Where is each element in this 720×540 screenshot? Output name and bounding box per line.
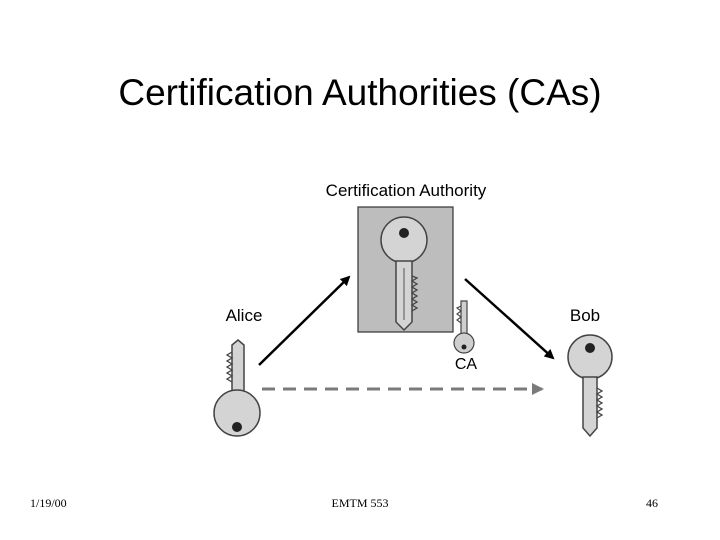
ca-key-label: CA xyxy=(455,356,478,373)
slide-title: Certification Authorities (CAs) xyxy=(118,72,602,113)
ca-private-key-icon xyxy=(380,216,428,332)
footer-date: 1/19/00 xyxy=(30,496,67,510)
alice-to-ca-arrow xyxy=(258,275,351,366)
bob-key-icon xyxy=(567,334,613,438)
ca-to-bob-arrow xyxy=(464,278,555,360)
footer-course: EMTM 553 xyxy=(331,496,389,510)
bob-label: Bob xyxy=(570,306,600,325)
footer-page-number: 46 xyxy=(646,496,658,510)
alice-label: Alice xyxy=(226,306,263,325)
ca-public-key-icon xyxy=(453,300,475,354)
ca-box-label: Certification Authority xyxy=(326,181,487,200)
alice-key-icon xyxy=(213,339,261,437)
